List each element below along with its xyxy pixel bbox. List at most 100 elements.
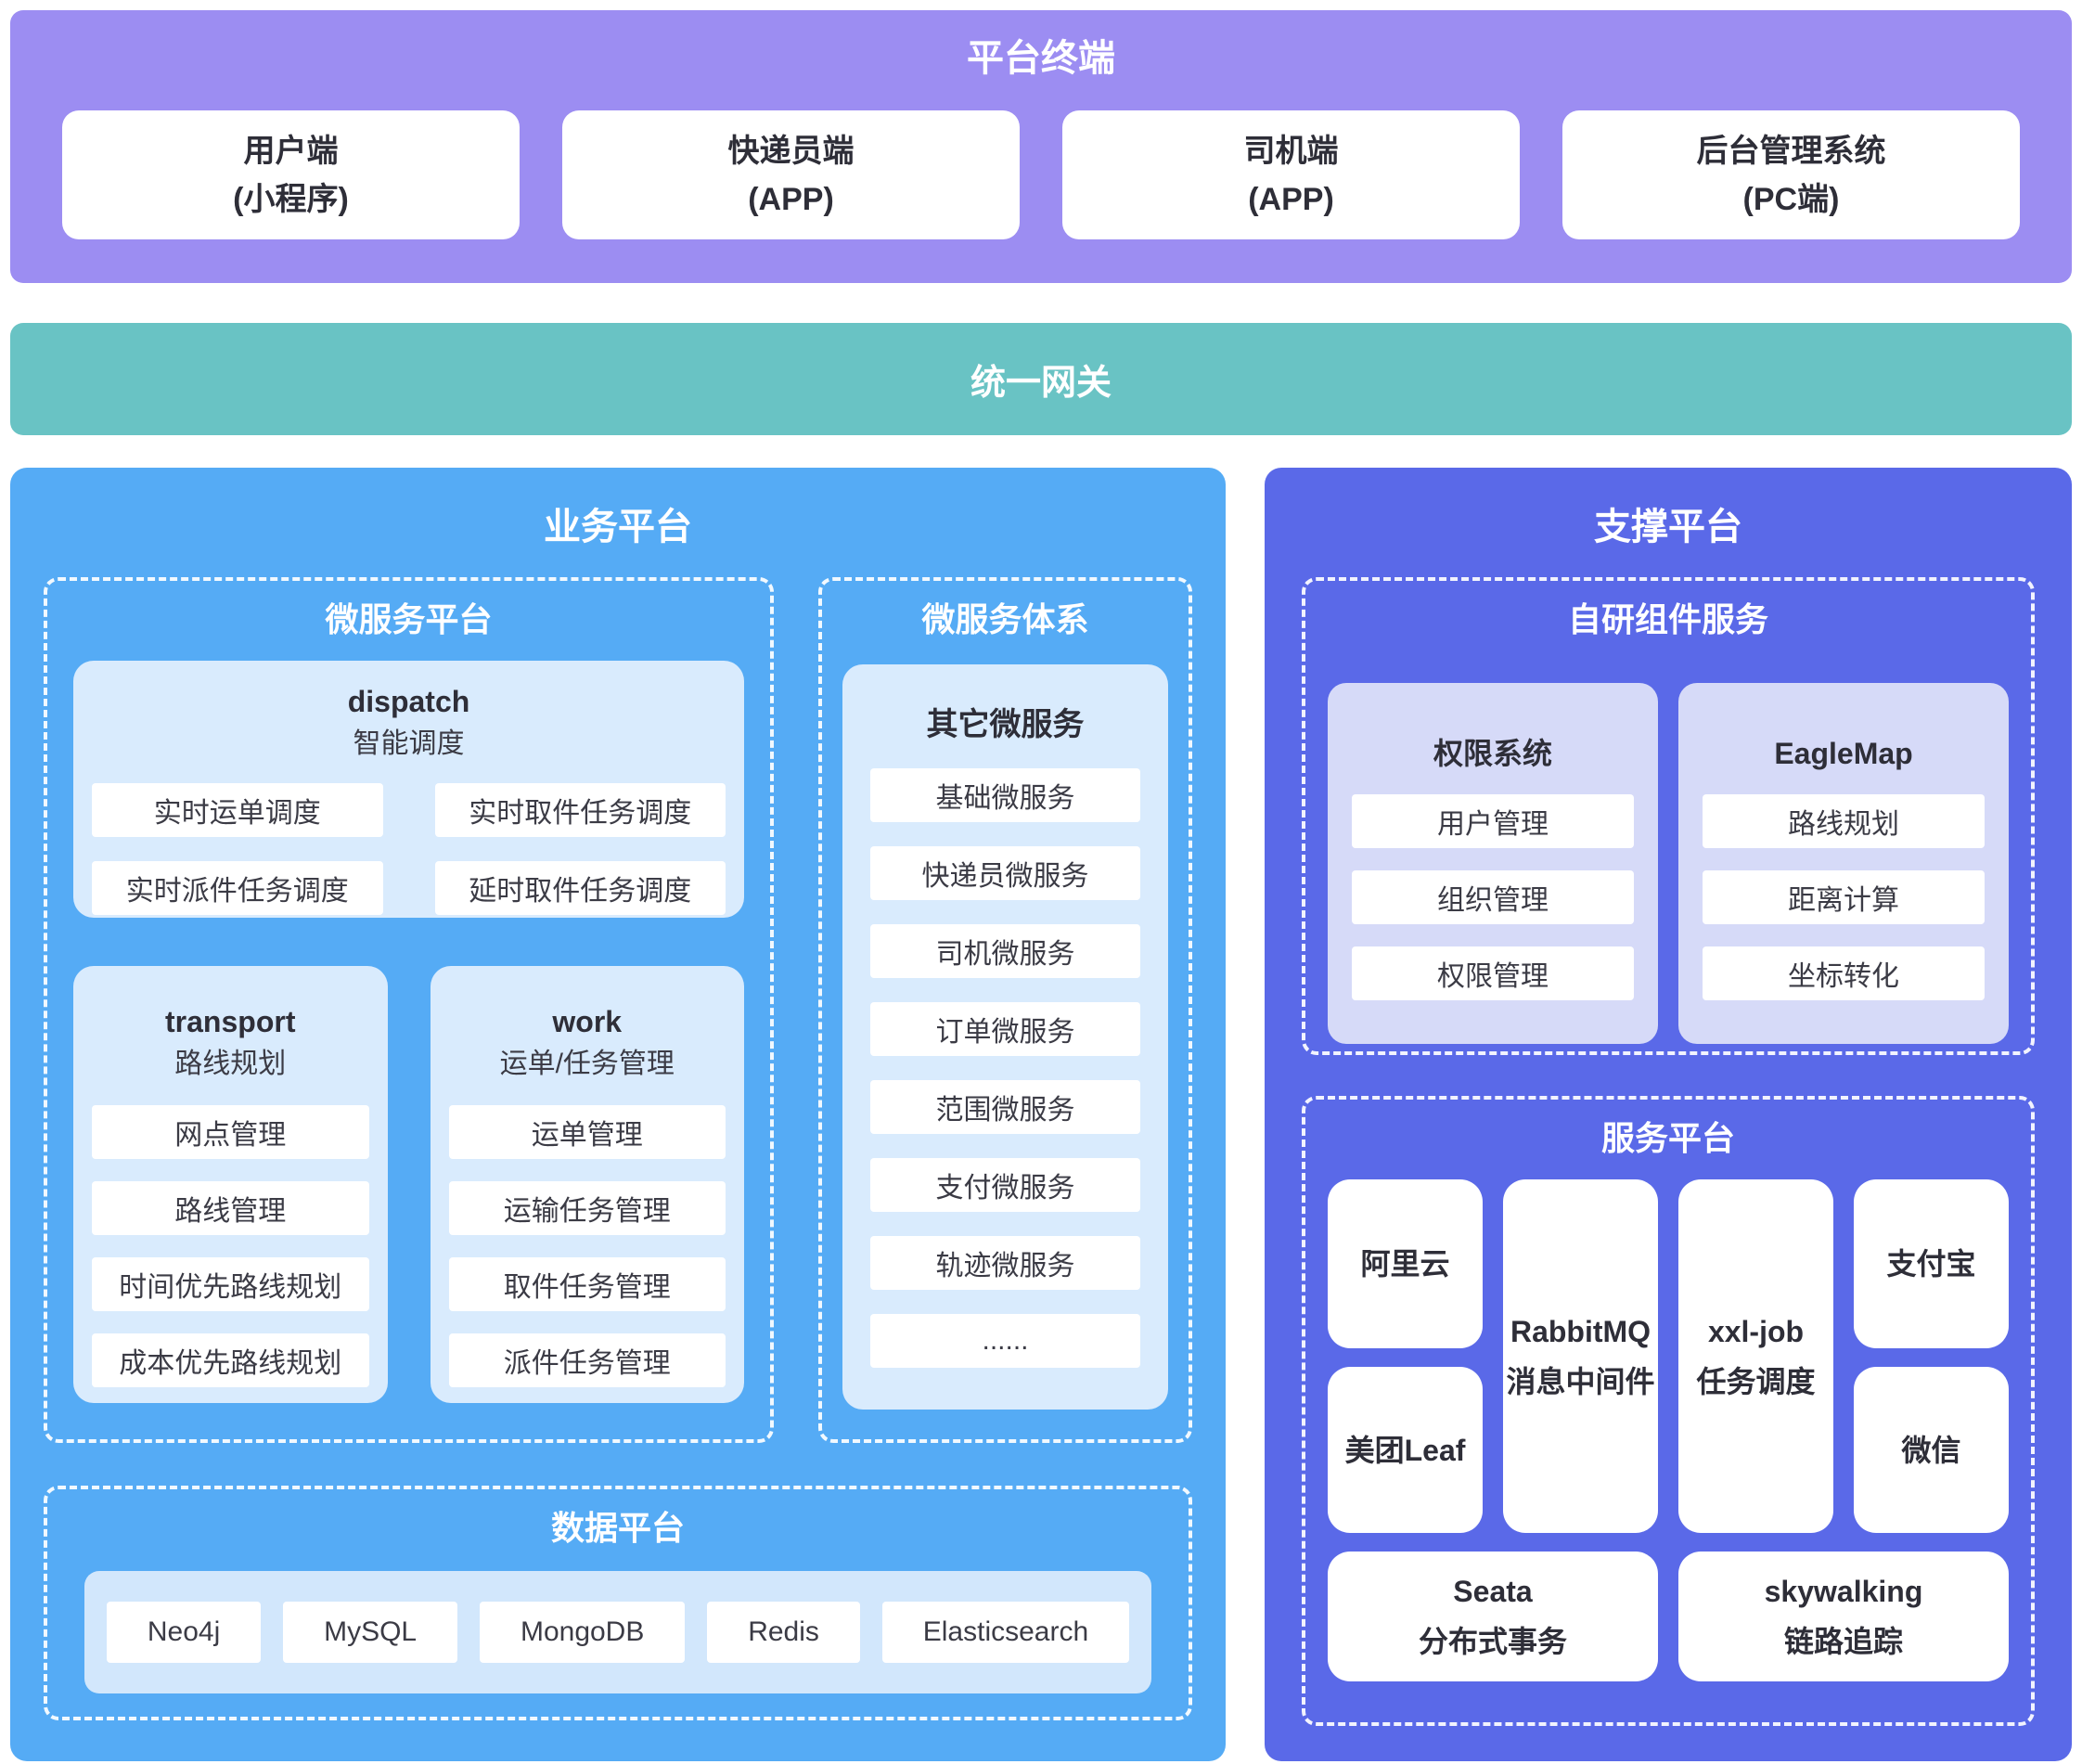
service-card-seata-desc: 分布式事务 <box>1418 1625 1567 1658</box>
ms-item-payment: 支付微服务 <box>870 1158 1140 1212</box>
transport-card-subtitle: 路线规划 <box>174 1049 287 1079</box>
microservice-system-title: 微服务体系 <box>921 600 1089 638</box>
terminal-box-admin-type: (PC端) <box>1742 181 1840 217</box>
transport-work-row: transport 路线规划 网点管理 路线管理 时间优先路线规划 成本优先路线… <box>73 966 744 1403</box>
work-card-subtitle: 运单/任务管理 <box>499 1049 675 1079</box>
transport-item-route: 路线管理 <box>92 1181 369 1235</box>
terminal-box-admin-name: 后台管理系统 <box>1696 133 1886 169</box>
work-item-delivery-task: 派件任务管理 <box>448 1333 726 1387</box>
support-platform-title: 支撑平台 <box>1594 507 1742 547</box>
work-card: work 运单/任务管理 运单管理 运输任务管理 取件任务管理 派件任务管理 <box>430 966 744 1403</box>
service-card-meituan-leaf: 美团Leaf <box>1328 1367 1483 1533</box>
eaglemap-title: EagleMap <box>1774 737 1913 770</box>
dispatch-item-realtime-delivery: 实时派件任务调度 <box>92 861 383 915</box>
work-item-pickup-task: 取件任务管理 <box>448 1257 726 1311</box>
work-item-transport-task: 运输任务管理 <box>448 1181 726 1235</box>
ms-item-courier: 快递员微服务 <box>870 846 1140 900</box>
terminal-box-driver: 司机端 (APP) <box>1062 110 1520 239</box>
eaglemap-card: EagleMap 路线规划 距离计算 坐标转化 <box>1678 683 2009 1044</box>
service-card-skywalking-desc: 链路追踪 <box>1783 1625 1903 1658</box>
auth-item-permission: 权限管理 <box>1352 946 1634 1000</box>
service-card-xxl-job-name: xxl-job <box>1707 1314 1805 1348</box>
service-card-xxl-job: xxl-job 任务调度 <box>1678 1179 1833 1533</box>
data-box-mysql: MySQL <box>283 1602 458 1663</box>
terminal-box-admin: 后台管理系统 (PC端) <box>1562 110 2020 239</box>
service-card-rabbitmq-desc: 消息中间件 <box>1506 1364 1655 1398</box>
data-box-elasticsearch: Elasticsearch <box>881 1602 1130 1663</box>
service-card-skywalking: skywalking 链路追踪 <box>1678 1552 2009 1681</box>
eaglemap-item-coordinate: 坐标转化 <box>1703 946 1985 1000</box>
service-card-seata-name: Seata <box>1453 1575 1533 1608</box>
service-card-seata: Seata 分布式事务 <box>1328 1552 1658 1681</box>
service-platform-box: 服务平台 阿里云 RabbitMQ 消息中间件 xxl-job 任务调度 支付宝 <box>1302 1096 2035 1726</box>
ms-item-ellipsis: ...... <box>870 1314 1140 1368</box>
business-platform-panel: 业务平台 微服务平台 dispatch 智能调度 实时运单调度 实时取件任务调度… <box>10 468 1226 1761</box>
terminal-box-driver-type: (APP) <box>1248 181 1334 217</box>
dispatch-item-delayed-pickup: 延时取件任务调度 <box>434 861 726 915</box>
ms-item-basic: 基础微服务 <box>870 768 1140 822</box>
service-card-alipay: 支付宝 <box>1854 1179 2009 1348</box>
business-platform-title: 业务平台 <box>544 507 692 547</box>
ms-item-track: 轨迹微服务 <box>870 1236 1140 1290</box>
transport-item-network: 网点管理 <box>92 1105 369 1159</box>
terminal-box-driver-name: 司机端 <box>1243 133 1339 169</box>
dispatch-item-realtime-waybill: 实时运单调度 <box>92 783 383 837</box>
dispatch-card-title: dispatch <box>347 685 470 718</box>
service-card-rabbitmq-name: RabbitMQ <box>1510 1314 1651 1348</box>
auth-system-card: 权限系统 用户管理 组织管理 权限管理 <box>1328 683 1658 1044</box>
eaglemap-item-distance: 距离计算 <box>1703 870 1985 924</box>
service-platform-grid: 阿里云 RabbitMQ 消息中间件 xxl-job 任务调度 支付宝 美团Le <box>1328 1179 2009 1681</box>
data-platform-inner: Neo4j MySQL MongoDB Redis Elasticsearch <box>84 1571 1151 1693</box>
service-card-xxl-job-desc: 任务调度 <box>1696 1364 1816 1398</box>
data-box-neo4j: Neo4j <box>106 1602 262 1663</box>
service-card-meituan-leaf-label: 美团Leaf <box>1344 1433 1466 1467</box>
transport-card-title: transport <box>165 1005 296 1038</box>
service-card-skywalking-name: skywalking <box>1764 1575 1923 1608</box>
terminal-box-courier-name: 快递员端 <box>727 133 855 169</box>
terminal-box-user-name: 用户端 <box>243 133 339 169</box>
terminal-box-courier-type: (APP) <box>748 181 834 217</box>
terminal-box-user: 用户端 (小程序) <box>62 110 520 239</box>
service-card-wechat-label: 微信 <box>1901 1433 1961 1467</box>
microservice-platform-box: 微服务平台 dispatch 智能调度 实时运单调度 实时取件任务调度 实时派件… <box>44 577 774 1443</box>
terminal-box-row: 用户端 (小程序) 快递员端 (APP) 司机端 (APP) 后台管理系统 (P… <box>62 110 2020 239</box>
microservice-row: 微服务平台 dispatch 智能调度 实时运单调度 实时取件任务调度 实时派件… <box>44 577 1192 1443</box>
other-microservices-card: 其它微服务 基础微服务 快递员微服务 司机微服务 订单微服务 范围微服务 支付微… <box>842 664 1168 1410</box>
data-box-mongodb: MongoDB <box>479 1602 686 1663</box>
service-card-wechat: 微信 <box>1854 1367 2009 1533</box>
transport-item-time-priority: 时间优先路线规划 <box>92 1257 369 1311</box>
self-developed-title: 自研组件服务 <box>1567 600 1768 638</box>
main-panels: 业务平台 微服务平台 dispatch 智能调度 实时运单调度 实时取件任务调度… <box>10 468 2072 1761</box>
service-card-aliyun: 阿里云 <box>1328 1179 1483 1348</box>
transport-card: transport 路线规划 网点管理 路线管理 时间优先路线规划 成本优先路线… <box>73 966 388 1403</box>
auth-item-user: 用户管理 <box>1352 794 1634 848</box>
service-card-aliyun-label: 阿里云 <box>1360 1247 1450 1281</box>
auth-item-org: 组织管理 <box>1352 870 1634 924</box>
dispatch-card: dispatch 智能调度 实时运单调度 实时取件任务调度 实时派件任务调度 延… <box>73 661 744 918</box>
dispatch-item-realtime-pickup: 实时取件任务调度 <box>434 783 726 837</box>
eaglemap-item-route: 路线规划 <box>1703 794 1985 848</box>
auth-system-title: 权限系统 <box>1433 737 1552 770</box>
gateway-title: 统一网关 <box>970 364 1112 403</box>
terminal-box-courier: 快递员端 (APP) <box>562 110 1020 239</box>
support-platform-panel: 支撑平台 自研组件服务 权限系统 用户管理 组织管理 权限管理 EagleMap… <box>1265 468 2072 1761</box>
self-developed-row: 权限系统 用户管理 组织管理 权限管理 EagleMap 路线规划 距离计算 坐… <box>1328 683 2009 1044</box>
service-card-alipay-label: 支付宝 <box>1886 1247 1976 1281</box>
self-developed-box: 自研组件服务 权限系统 用户管理 组织管理 权限管理 EagleMap 路线规划… <box>1302 577 2035 1055</box>
terminal-banner-title: 平台终端 <box>967 38 1115 79</box>
ms-item-scope: 范围微服务 <box>870 1080 1140 1134</box>
dispatch-card-subtitle: 智能调度 <box>353 728 465 759</box>
ms-item-driver: 司机微服务 <box>870 924 1140 978</box>
gateway-bar: 统一网关 <box>10 323 2072 435</box>
ms-item-order: 订单微服务 <box>870 1002 1140 1056</box>
microservice-system-box: 微服务体系 其它微服务 基础微服务 快递员微服务 司机微服务 订单微服务 范围微… <box>818 577 1192 1443</box>
microservice-platform-title: 微服务平台 <box>325 600 493 638</box>
data-platform-box: 数据平台 Neo4j MySQL MongoDB Redis Elasticse… <box>44 1486 1192 1720</box>
work-item-waybill: 运单管理 <box>448 1105 726 1159</box>
dispatch-items: 实时运单调度 实时取件任务调度 实时派件任务调度 延时取件任务调度 <box>92 783 726 915</box>
data-platform-title: 数据平台 <box>550 1509 685 1547</box>
work-card-title: work <box>552 1005 623 1038</box>
terminal-box-user-type: (小程序) <box>233 181 349 217</box>
other-microservices-title: 其它微服务 <box>926 707 1085 742</box>
terminal-banner: 平台终端 用户端 (小程序) 快递员端 (APP) 司机端 (APP) 后台管理… <box>10 10 2072 283</box>
